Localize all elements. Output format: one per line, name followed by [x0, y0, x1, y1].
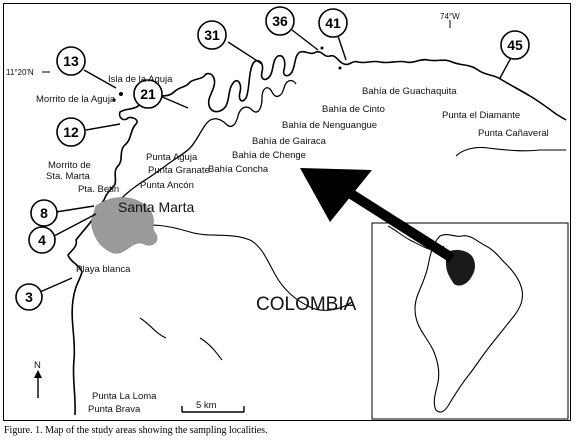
north-label: N	[34, 360, 41, 371]
label-bahia-chenge: Bahía de Chenge	[232, 150, 306, 161]
site-number-36: 36	[272, 13, 288, 29]
south-america-outline	[414, 234, 524, 413]
label-pta-betin: Pta. Betin	[78, 184, 119, 195]
site-numbers: 13 12 21 31 36 41 45 8 4 3	[25, 13, 523, 305]
site-circle-12	[56, 117, 86, 147]
site-number-4: 4	[38, 232, 46, 248]
label-punta-ancon: Punta Ancón	[140, 180, 194, 191]
label-morrito-santa-marta-1: Morrito de	[48, 160, 91, 171]
site-circle-4	[28, 226, 56, 254]
figure-caption: Figure. 1. Map of the study areas showin…	[4, 425, 268, 436]
place-labels: Isla de la Aguja Morrito de la Aguja Pun…	[36, 74, 549, 415]
site-number-21: 21	[140, 86, 156, 102]
site-number-41: 41	[325, 15, 341, 31]
label-punta-aguja: Punta Aguja	[146, 152, 198, 163]
label-bahia-gairaca: Bahía de Gairaca	[252, 136, 327, 147]
inset-map	[371, 222, 569, 420]
site-circle-45	[500, 30, 530, 60]
site-number-31: 31	[204, 27, 220, 43]
sampling-sites	[15, 6, 530, 311]
label-santa-marta: Santa Marta	[118, 199, 194, 215]
label-punta-brava: Punta Brava	[88, 404, 141, 415]
label-punta-diamante: Punta el Diamante	[442, 110, 520, 121]
map-frame	[3, 3, 571, 421]
coastline	[67, 50, 567, 416]
santa-marta-urban-area	[91, 197, 158, 254]
label-morrito-aguja: Morrito de la Aguja	[36, 94, 116, 105]
label-bahia-cinto: Bahía de Cinto	[322, 104, 385, 115]
colombia-highlight	[446, 249, 475, 286]
rivers	[129, 146, 566, 361]
site-number-45: 45	[507, 37, 523, 53]
coordinate-ticks	[42, 20, 451, 73]
label-bahia-nenguangue: Bahía de Nenguangue	[282, 120, 377, 131]
islands	[112, 46, 342, 102]
label-punta-canaveral: Punta Cañaveral	[478, 128, 549, 139]
study-area-map: 74°W 11°20'N	[6, 6, 569, 420]
site-circle-31	[197, 20, 227, 50]
site-number-8: 8	[40, 205, 48, 221]
site-number-13: 13	[63, 53, 79, 69]
label-bahia-guachaquita: Bahía de Guachaquita	[362, 86, 457, 97]
site-leaders	[39, 29, 513, 293]
site-circle-41	[318, 8, 348, 38]
site-number-12: 12	[63, 124, 79, 140]
site-circle-36	[265, 6, 295, 36]
longitude-label: 74°W	[440, 12, 460, 21]
north-arrow: N	[34, 360, 42, 398]
site-number-3: 3	[25, 289, 33, 305]
location-arrow	[300, 168, 455, 263]
site-circle-13	[56, 46, 86, 76]
label-playa-blanca: Playa blanca	[76, 264, 131, 275]
label-punta-granate: Punta Granate	[148, 165, 210, 176]
site-circle-8	[30, 199, 58, 227]
label-bahia-concha: Bahía Concha	[208, 164, 269, 175]
bay-shoreline	[95, 79, 297, 233]
label-colombia: COLOMBIA	[256, 294, 357, 315]
label-punta-la-loma: Punta La Loma	[92, 391, 157, 402]
site-circle-21	[133, 79, 163, 109]
latitude-label: 11°20'N	[6, 68, 34, 77]
scale-label: 5 km	[196, 400, 217, 411]
scale-bar: 5 km	[181, 400, 245, 413]
label-morrito-santa-marta-2: Sta. Marta	[46, 171, 91, 182]
site-circle-3	[15, 283, 43, 311]
label-isla-aguja: Isla de la Aguja	[108, 74, 173, 85]
